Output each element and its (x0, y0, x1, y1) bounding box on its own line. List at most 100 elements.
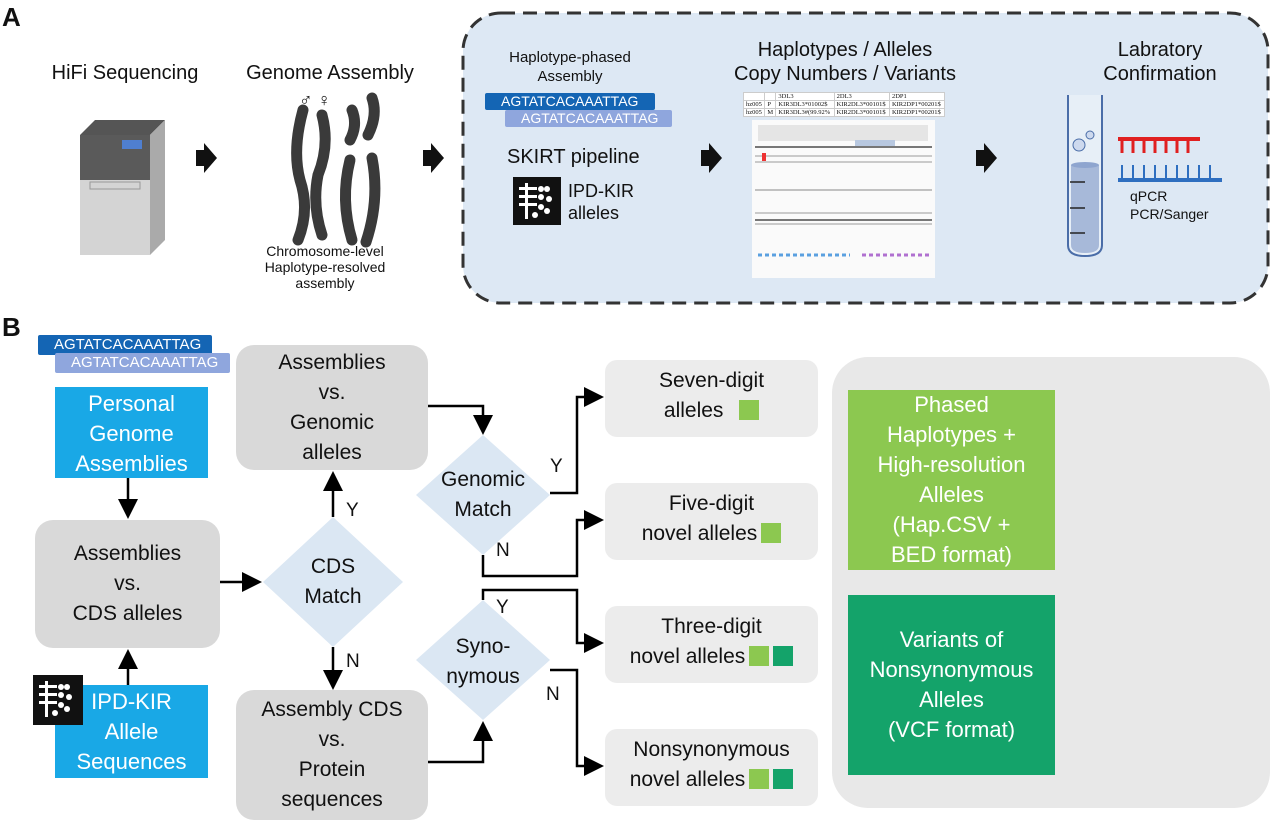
synonymous-diamond: Syno-nymous (423, 632, 543, 692)
flow-arrows (196, 143, 997, 173)
table-cell: KIR2DL3*00101$ (833, 108, 890, 117)
dna-sequence-1: AGTATCACAAATTAG (485, 93, 655, 110)
table-cell: KIR3DL3*01002$ (775, 100, 835, 109)
box-line: Genome (89, 421, 174, 446)
yes-label: Y (346, 500, 359, 521)
diamond-line: Match (454, 498, 512, 521)
sequencer-icon (80, 120, 165, 255)
box-line: vs. (318, 380, 346, 404)
table-cell: M (764, 108, 777, 117)
table-cell: KIR2DP1*00201$ (888, 108, 946, 117)
label-line: alleles (568, 203, 620, 223)
genome-assembly-title: Genome Assembly (246, 62, 414, 84)
title-line: Copy Numbers / Variants (734, 63, 956, 85)
output-line: BED format) (890, 542, 1013, 567)
lab-methods: qPCR PCR/Sanger (1130, 187, 1209, 223)
result-seven-digit: Seven-digit alleles (605, 360, 818, 437)
panel-b-label: B (2, 312, 21, 342)
box-line: Genomic (289, 410, 375, 434)
method-label: PCR/Sanger (1130, 206, 1209, 222)
box-line: Assemblies (278, 350, 386, 374)
method-label: qPCR (1130, 188, 1168, 204)
table-cell: 2DL3 (833, 92, 890, 101)
hifi-sequencing-title: HiFi Sequencing (51, 62, 199, 84)
title-line: Confirmation (1103, 63, 1217, 85)
dark-green-marker (773, 769, 794, 789)
output-line: Nonsynonymous (869, 657, 1034, 682)
no-label: N (546, 684, 560, 705)
box-line: Assemblies (73, 542, 182, 565)
caption-line: assembly (295, 275, 355, 291)
result-line: Nonsynonymous (633, 738, 790, 761)
table-cell: P (764, 100, 777, 109)
table-cell (764, 92, 777, 101)
flow-connectors (118, 387, 604, 776)
result-line: Three-digit (661, 615, 762, 638)
dna-sequence-2: AGTATCACAAATTAG (505, 110, 672, 127)
table-cell (742, 92, 766, 101)
ipd-kir-logo-icon (33, 675, 83, 725)
no-label: N (496, 540, 510, 561)
caption-line: Haplotype-resolved (264, 259, 386, 275)
diamond-line: nymous (446, 665, 520, 688)
box-line: Assemblies (75, 451, 188, 476)
box-line: Allele (104, 719, 159, 744)
panel-a-label: A (2, 2, 21, 32)
title-line: Labratory (1117, 39, 1203, 61)
label-line: IPD-KIR (568, 181, 635, 201)
title-line: Haplotypes / Alleles (757, 39, 933, 61)
diamond-line: Match (304, 585, 362, 608)
yes-label: Y (496, 597, 509, 618)
box-line: vs. (114, 572, 141, 595)
no-label: N (346, 651, 360, 672)
genome-browser-screenshot (752, 120, 935, 278)
box-line: Sequences (76, 749, 187, 774)
results-title: Haplotypes / Alleles Copy Numbers / Vari… (715, 38, 975, 86)
ipd-kir-logo-icon (513, 177, 561, 225)
box-line: IPD-KIR (91, 689, 172, 714)
table-cell: KIR2DP1*00201$ (888, 100, 946, 109)
output-line: High-resolution (877, 452, 1026, 477)
light-green-marker (761, 523, 782, 543)
test-tube-icon (1067, 95, 1103, 258)
result-line: Five-digit (668, 492, 755, 515)
output-line: Alleles (919, 687, 984, 712)
dark-green-marker (773, 646, 794, 666)
result-line: novel alleles (629, 768, 746, 791)
box-line: sequences (281, 788, 383, 811)
caption-line: Chromosome-level (266, 243, 384, 259)
result-nonsynonymous: Nonsynonymous novel alleles (605, 729, 818, 806)
diamond-line: Syno- (455, 635, 511, 658)
box-line: vs. (318, 728, 346, 751)
result-five-digit: Five-digit novel alleles (605, 483, 818, 560)
table-cell: KIR3DL3#(99.92% (775, 108, 835, 117)
skirt-pipeline-label: SKIRT pipeline (507, 146, 640, 168)
cds-match-diamond: CDS Match (283, 552, 383, 612)
table-cell: 2DP1 (888, 92, 946, 101)
primer-icon (1118, 137, 1222, 182)
yes-label: Y (550, 456, 563, 477)
ipd-kir-alleles-label: IPD-KIR alleles (568, 180, 634, 224)
assembly-caption: Chromosome-level Haplotype-resolved asse… (250, 243, 400, 291)
output-line: Haplotypes + (886, 422, 1017, 447)
dna-sequence-2: AGTATCACAAATTAG (55, 353, 230, 373)
diamond-line: CDS (310, 555, 356, 578)
sex-symbols: ♂ ♀ (298, 90, 331, 110)
result-line: alleles (663, 399, 724, 422)
decision-diamonds (263, 435, 550, 720)
result-line: novel alleles (641, 522, 758, 545)
output-line: Phased (914, 392, 989, 417)
result-line: Seven-digit (658, 369, 765, 392)
phased-assembly-title: Haplotype-phased Assembly (490, 48, 650, 86)
dna-sequence-1: AGTATCACAAATTAG (38, 335, 212, 355)
output-line: Variants of (899, 627, 1004, 652)
